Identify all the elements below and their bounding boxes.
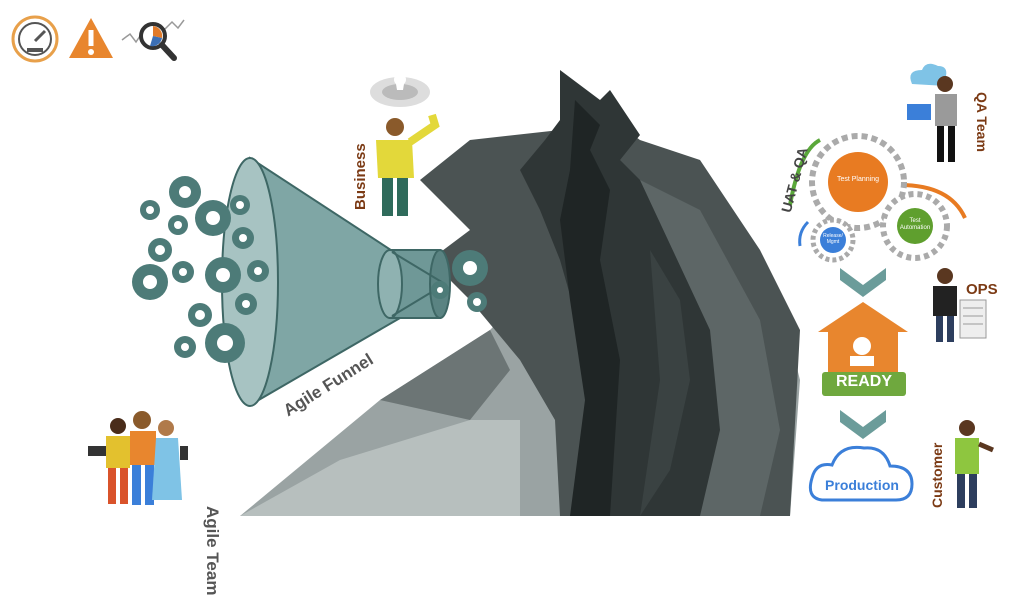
test-automation-label: Test Automation (899, 218, 931, 231)
speedometer-icon (10, 14, 60, 64)
uat-qa-gears (788, 133, 967, 263)
chasm-crack (240, 70, 800, 516)
test-planning-label: Test Planning (836, 176, 880, 183)
production-label: Production (825, 477, 899, 493)
customer-person (955, 420, 994, 508)
agile-team-label: Agile Team (203, 506, 222, 595)
agile-team-people (88, 411, 188, 505)
gear-cluster-output (431, 250, 488, 312)
business-person (370, 73, 440, 216)
gear-cluster-left (132, 176, 269, 363)
ready-label: READY (835, 373, 892, 390)
ops-label: OPS (966, 281, 998, 298)
business-label: Business (352, 143, 369, 210)
analytics-search-icon (120, 14, 186, 64)
qa-team-person (907, 63, 957, 162)
warning-icon (66, 14, 116, 64)
qa-team-label: QA Team (974, 92, 990, 152)
ops-person (933, 268, 987, 342)
chevron-down-icon (840, 268, 886, 439)
customer-label: Customer (929, 442, 945, 508)
illustration (88, 63, 994, 516)
production-cloud-icon (808, 445, 914, 502)
release-mgmt-label: Release/ Mgmt (823, 233, 843, 245)
ready-house-icon (818, 302, 908, 396)
